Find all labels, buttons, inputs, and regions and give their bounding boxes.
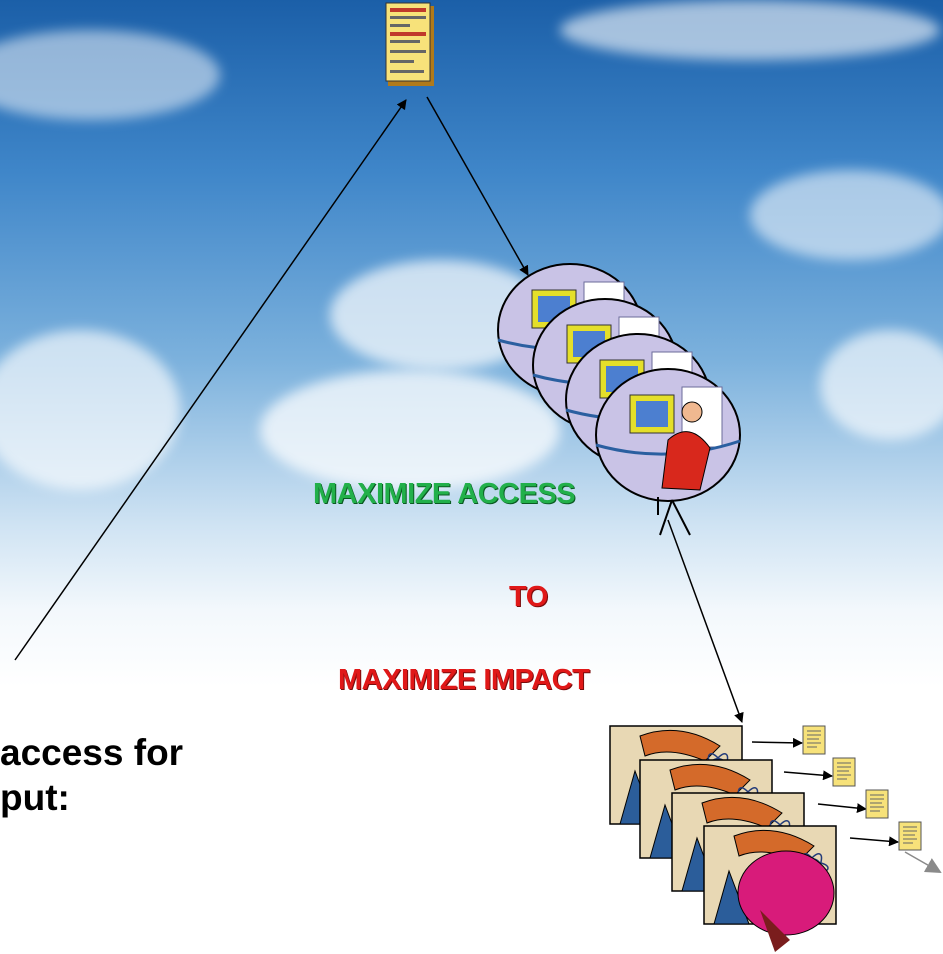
researcher-icon [609,725,837,952]
computer-user-icon [496,262,742,536]
maximize-impact-label: MAXIMIZE IMPACT [338,664,590,696]
cloud [820,330,943,440]
document-icon [385,2,434,86]
arrow-icon [426,96,529,276]
arrow-icon [667,519,744,723]
cloud [560,0,940,60]
document-icon [751,725,922,851]
arrow-icon [904,851,942,873]
cloud [0,330,180,490]
maximize-access-label: MAXIMIZE ACCESS [313,478,576,510]
to-label: TO [509,581,548,613]
arrow-icon [14,99,407,661]
cloud [260,370,560,490]
body-text: access for put: [0,730,183,820]
cloud [750,170,943,260]
cloud [0,30,220,120]
body-text-line: access for [0,732,184,773]
body-text-line: put: [0,777,70,818]
